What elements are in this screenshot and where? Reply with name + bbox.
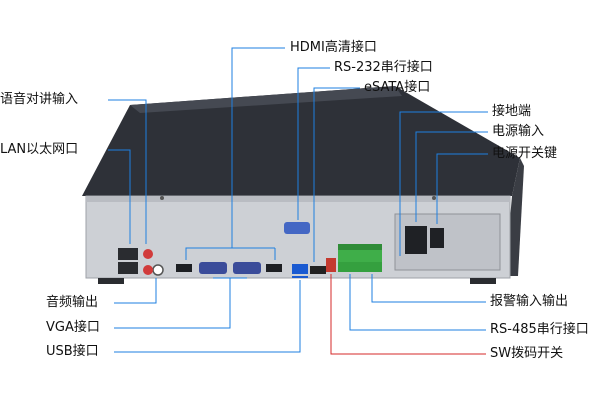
leader-sw-dip — [330, 274, 486, 355]
terminal-block-2 — [338, 244, 382, 250]
label-audio-out: 音频输出 — [46, 295, 99, 310]
label-vga: VGA接口 — [46, 320, 100, 335]
leader-alarm — [371, 274, 486, 303]
audio-jack-1 — [143, 249, 153, 259]
power-switch-rect — [430, 228, 444, 248]
leader-ground — [399, 111, 488, 256]
usb-port-1 — [292, 264, 308, 274]
label-lan: LAN以太网口 — [0, 142, 79, 157]
hdmi-port-2 — [266, 264, 282, 272]
label-power-input: 电源输入 — [492, 124, 545, 139]
leader-rs485 — [349, 274, 486, 331]
leader-audio-intercom — [108, 99, 147, 244]
leader-rs232 — [297, 67, 330, 220]
leader-vga — [114, 278, 231, 329]
label-esata: eSATA接口 — [364, 80, 431, 95]
usb-port-2 — [292, 276, 308, 278]
esata-port — [310, 266, 326, 274]
label-power-switch: 电源开关键 — [492, 146, 558, 161]
label-rs232: RS-232串行接口 — [334, 60, 433, 75]
dip-switch — [326, 258, 336, 272]
screw-2 — [432, 196, 436, 200]
leader-power-input — [415, 131, 488, 222]
chassis-top — [82, 86, 520, 196]
foot-left — [98, 278, 124, 284]
leader-esata — [313, 87, 360, 262]
leader-lines — [108, 47, 488, 353]
audio-jack-2 — [152, 264, 164, 276]
label-alarm: 报警输入输出 — [490, 294, 569, 309]
label-rs485: RS-485串行接口 — [490, 322, 589, 337]
leader-lan — [108, 149, 131, 244]
power-socket — [405, 226, 427, 254]
foot-right — [470, 278, 496, 284]
vga-port-1 — [199, 262, 227, 274]
label-usb: USB接口 — [46, 344, 99, 359]
terminal-block-3 — [338, 262, 382, 272]
leader-power-switch — [436, 153, 488, 224]
chassis-top-highlight — [130, 86, 402, 113]
label-sw-dip: SW拨码开关 — [490, 346, 564, 361]
vga-port-2 — [233, 262, 261, 274]
lan-port-1 — [118, 248, 138, 260]
leader-audio-out — [114, 278, 157, 304]
audio-jack-3 — [143, 265, 153, 275]
label-audio-intercom: 语音对讲输入 — [0, 92, 79, 107]
lan-port-2 — [118, 262, 138, 274]
label-ground: 接地端 — [492, 104, 532, 119]
screw-1 — [160, 196, 164, 200]
label-hdmi: HDMI高清接口 — [290, 40, 377, 55]
rs232-port — [284, 222, 310, 234]
leader-usb — [114, 280, 301, 353]
hdmi-port-1 — [176, 264, 192, 272]
